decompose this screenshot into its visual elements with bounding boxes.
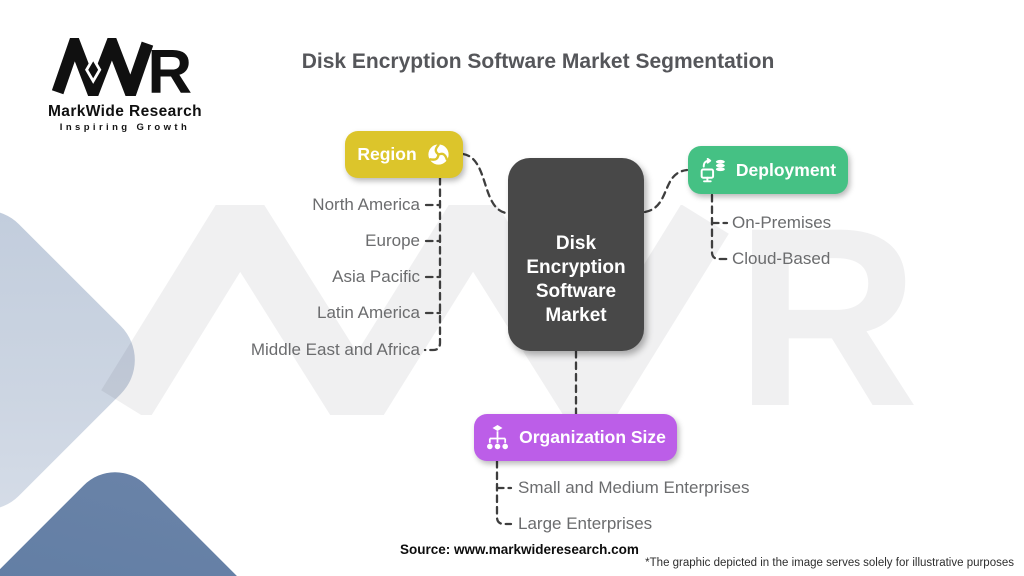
logo-company-name: MarkWide Research xyxy=(48,103,202,120)
region-child-middle-east-africa: Middle East and Africa xyxy=(250,340,420,359)
deployment-child-cloud-based: Cloud-Based xyxy=(732,249,831,268)
center-line-2: Encryption xyxy=(526,256,626,278)
disclaimer-text: *The graphic depicted in the image serve… xyxy=(645,557,1014,569)
globe-icon xyxy=(428,143,449,165)
deployment-label: Deployment xyxy=(735,159,837,180)
region-child-asia-pacific: Asia Pacific xyxy=(332,267,420,286)
deployment-icon xyxy=(700,157,725,182)
branch-node-deployment: Deployment xyxy=(688,146,848,194)
center-node-disk-encryption-software-market: Disk Encryption Software Market xyxy=(508,158,644,351)
deployment-child-on-premises: On-Premises xyxy=(732,213,832,232)
branch-node-organization-size: Organization Size xyxy=(474,414,677,461)
center-line-4: Market xyxy=(545,304,607,326)
region-label: Region xyxy=(357,144,417,164)
center-line-3: Software xyxy=(535,280,617,302)
mwr-watermark: R xyxy=(101,205,919,415)
page-title: Disk Encryption Software Market Segmenta… xyxy=(301,50,775,73)
organization-size-label: Organization Size xyxy=(519,427,666,447)
mwr-logo-mark: R xyxy=(51,25,192,110)
svg-text:R: R xyxy=(735,205,919,415)
org-child-large-enterprises: Large Enterprises xyxy=(518,514,653,533)
source-text: Source: www.markwideresearch.com xyxy=(400,542,639,557)
branch-node-region: Region xyxy=(345,131,463,178)
center-line-1: Disk xyxy=(555,232,597,254)
org-hierarchy-icon xyxy=(487,425,509,450)
logo-tagline: Inspiring Growth xyxy=(59,122,191,133)
region-child-latin-america: Latin America xyxy=(317,303,420,322)
region-child-north-america: North America xyxy=(312,195,420,214)
decorative-dark-diamond xyxy=(0,454,306,576)
svg-text:R: R xyxy=(147,38,192,96)
region-child-europe: Europe xyxy=(365,231,420,250)
markwide-logo: R MarkWide Research Inspiring Growth xyxy=(35,25,215,133)
org-child-small-medium-enterprises: Small and Medium Enterprises xyxy=(518,478,750,497)
